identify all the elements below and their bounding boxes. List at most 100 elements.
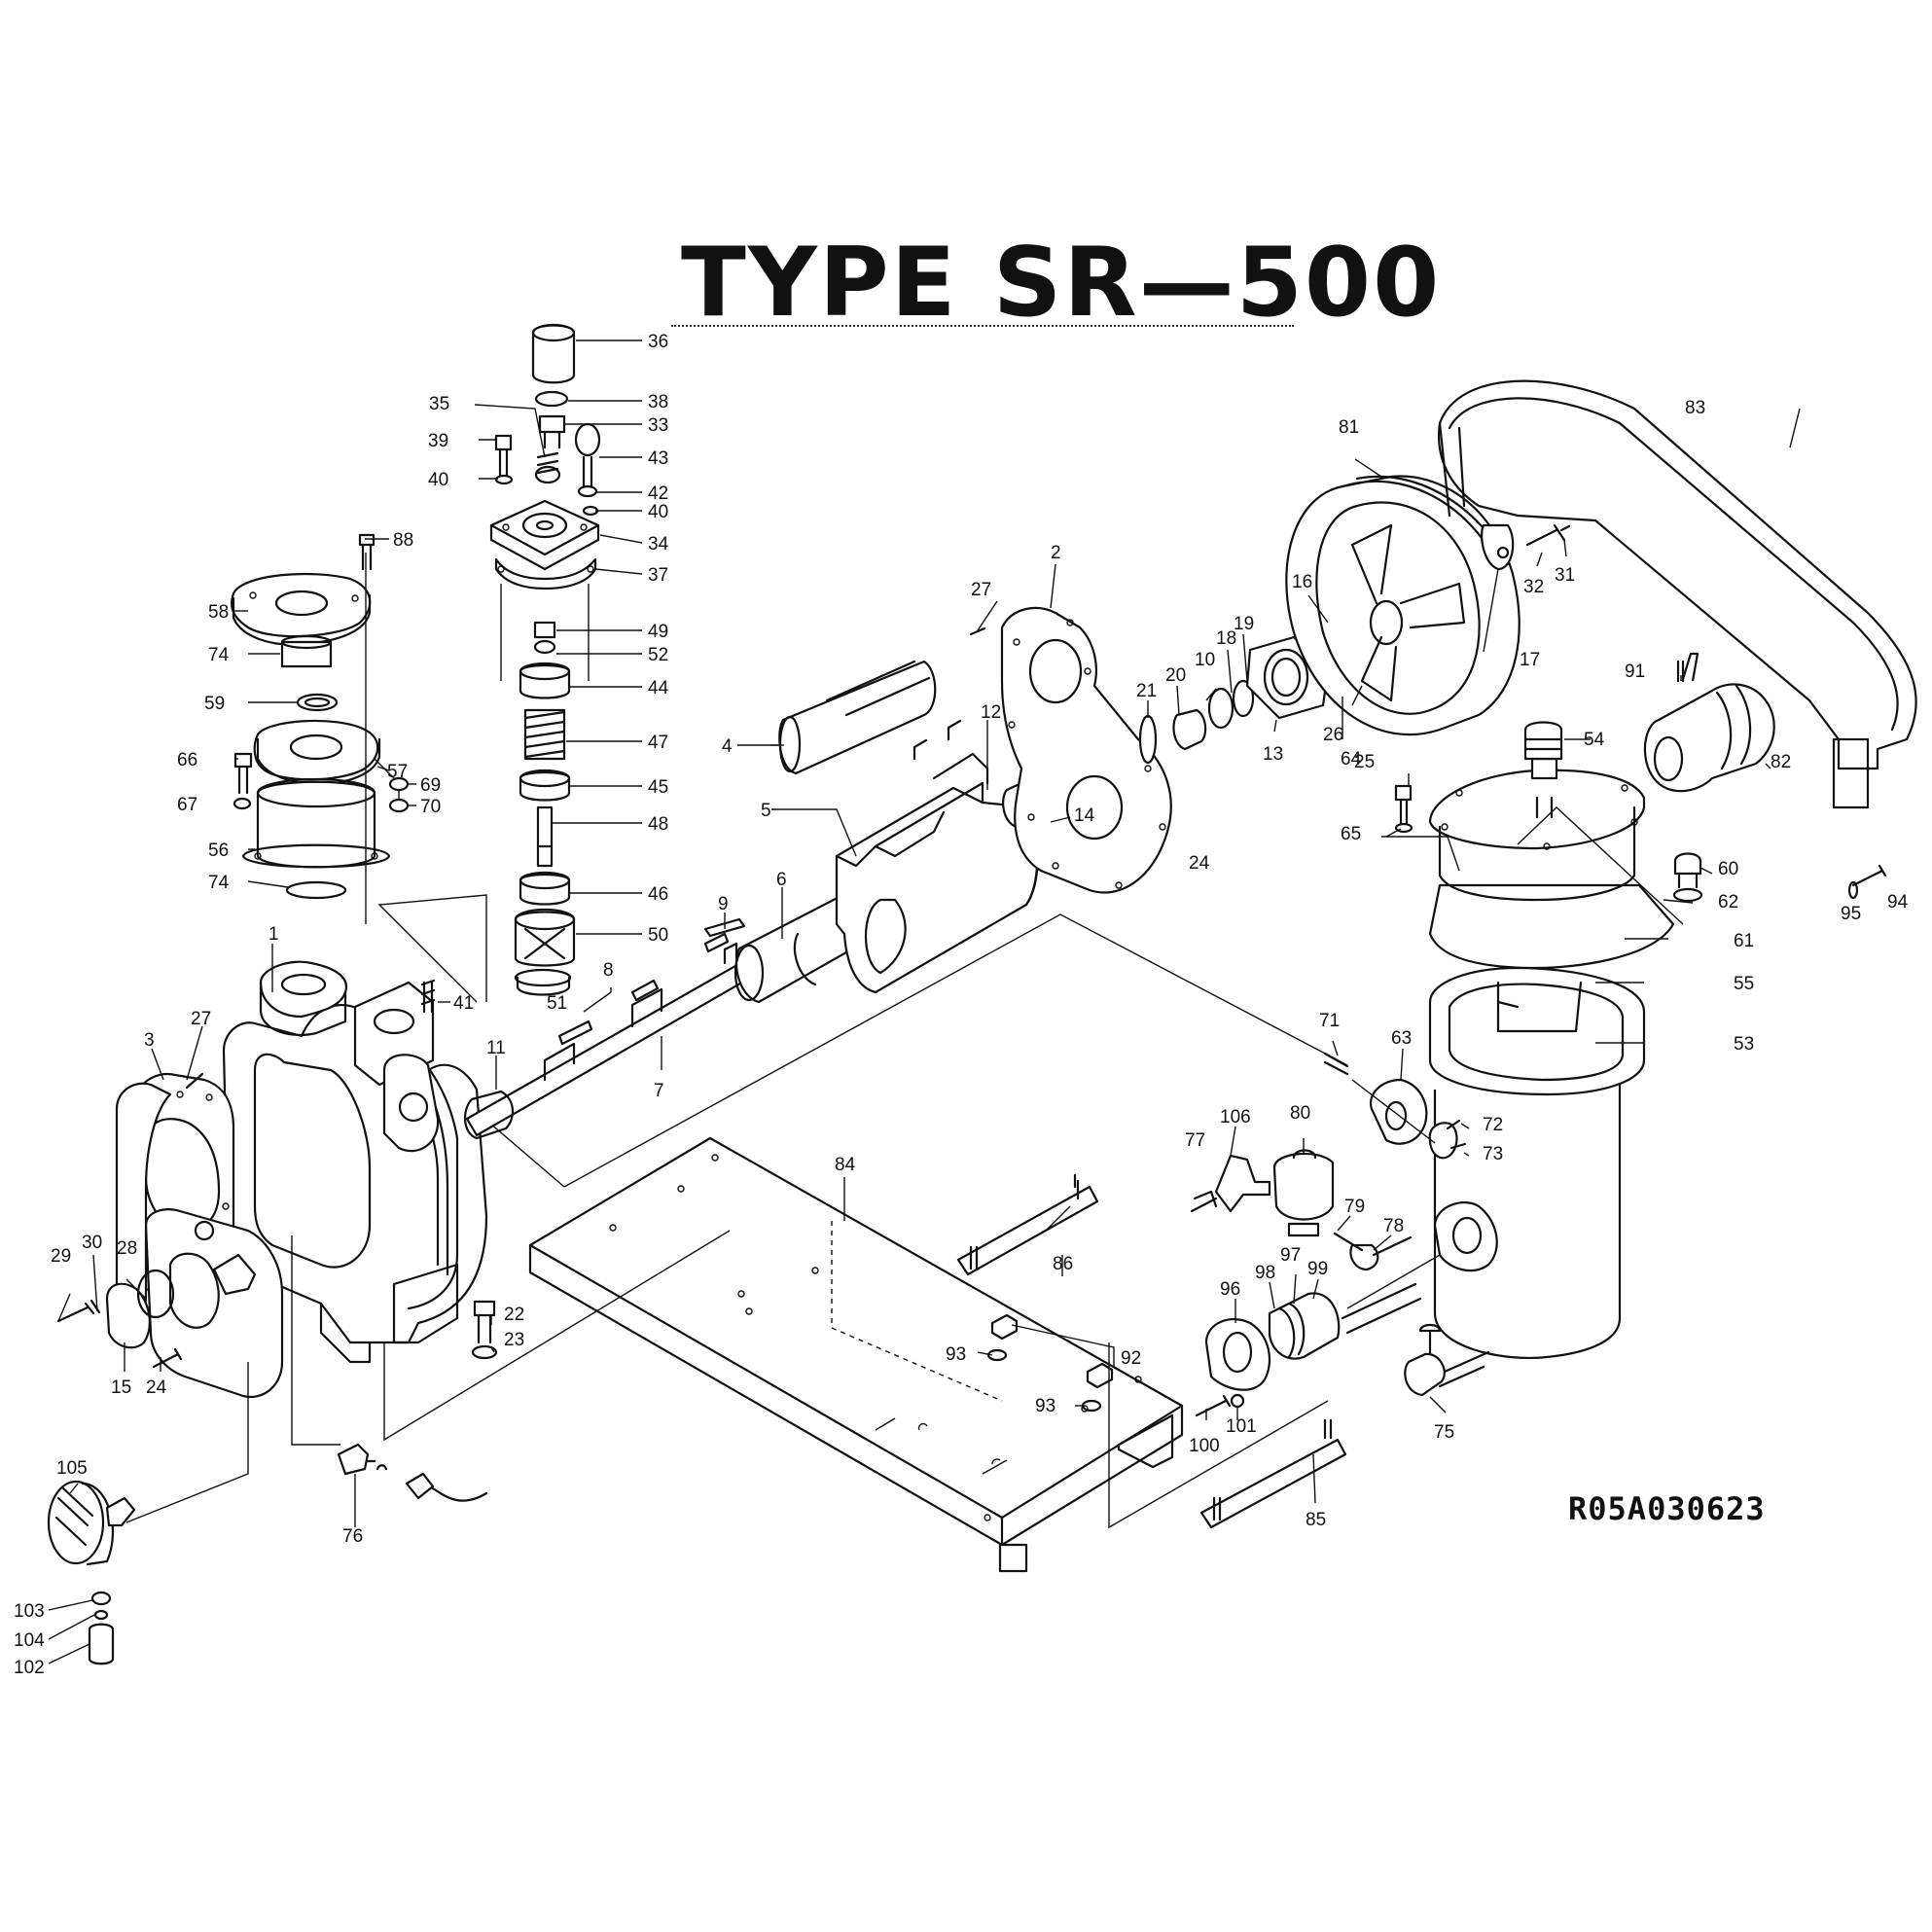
tube-74 xyxy=(280,634,333,668)
label-48: 48 xyxy=(648,814,668,835)
label-99: 99 xyxy=(1307,1259,1328,1279)
label-98: 98 xyxy=(1255,1263,1275,1283)
label-15: 15 xyxy=(111,1377,131,1398)
rotor-shaft xyxy=(464,917,761,1140)
label-53: 53 xyxy=(1734,1034,1754,1055)
valve-stem-48 xyxy=(536,805,554,868)
label-18: 18 xyxy=(1216,628,1236,649)
label-105: 105 xyxy=(56,1458,88,1479)
label-73: 73 xyxy=(1483,1144,1503,1164)
label-69: 69 xyxy=(420,775,441,796)
label-27b: 27 xyxy=(971,580,991,600)
label-5: 5 xyxy=(761,801,771,821)
bolt-100 xyxy=(1195,1393,1245,1417)
valve-cage-49 xyxy=(533,621,556,655)
part-labels: 36 38 33 35 39 40 43 42 40 34 37 49 52 4… xyxy=(14,332,1909,1678)
ring-38 xyxy=(534,390,569,408)
valve-seat-46 xyxy=(519,871,571,906)
bolt-66 xyxy=(233,752,253,810)
rail-85 xyxy=(1199,1418,1347,1529)
title-underline xyxy=(671,325,1294,327)
label-91: 91 xyxy=(1625,662,1645,682)
label-25: 25 xyxy=(1354,752,1375,772)
label-35: 35 xyxy=(429,394,449,414)
label-92: 92 xyxy=(1121,1348,1141,1369)
flange-58 xyxy=(231,572,372,646)
fitting-64 xyxy=(1394,784,1413,834)
label-93a: 93 xyxy=(946,1344,966,1365)
label-14: 14 xyxy=(1074,805,1095,826)
label-57: 57 xyxy=(387,762,408,782)
drain-valve-75 xyxy=(1404,1323,1490,1397)
ring-51 xyxy=(514,968,572,996)
valve-housing-50 xyxy=(514,908,576,967)
label-41: 41 xyxy=(453,993,474,1014)
label-23: 23 xyxy=(504,1330,524,1350)
label-40b: 40 xyxy=(648,502,668,522)
label-51: 51 xyxy=(547,993,567,1014)
label-21: 21 xyxy=(1136,681,1157,701)
label-63: 63 xyxy=(1391,1028,1412,1049)
main-housing xyxy=(115,960,488,1399)
label-71: 71 xyxy=(1319,1011,1340,1031)
label-85: 85 xyxy=(1306,1510,1326,1530)
eyebolt-43 xyxy=(574,422,601,517)
label-82: 82 xyxy=(1771,752,1791,772)
label-81: 81 xyxy=(1339,417,1359,438)
nut-92 xyxy=(986,1313,1114,1413)
label-16: 16 xyxy=(1292,572,1312,592)
label-93b: 93 xyxy=(1035,1396,1055,1416)
spring-35 xyxy=(534,451,561,484)
label-30: 30 xyxy=(82,1233,102,1253)
label-78: 78 xyxy=(1383,1216,1404,1236)
small-bolts-left xyxy=(56,1299,183,1369)
bearing-stack xyxy=(1138,679,1255,765)
label-1: 1 xyxy=(268,924,279,945)
pulley-hardware xyxy=(1481,523,1571,571)
label-61: 61 xyxy=(1734,931,1754,951)
filter-80 xyxy=(1272,1149,1335,1237)
bolt-91 xyxy=(1676,660,1685,683)
bolt-94 xyxy=(1847,864,1887,900)
label-67: 67 xyxy=(177,795,197,815)
end-cap-15 xyxy=(105,1269,175,1349)
leader-lines xyxy=(48,340,1801,1664)
label-4: 4 xyxy=(722,736,733,757)
label-66: 66 xyxy=(177,750,197,770)
label-75: 75 xyxy=(1434,1422,1454,1443)
label-60: 60 xyxy=(1718,859,1738,879)
label-17: 17 xyxy=(1520,650,1540,670)
label-27a: 27 xyxy=(191,1009,211,1029)
valve-plate-34 xyxy=(489,499,600,571)
fitting-102 xyxy=(88,1591,115,1665)
stud-41 xyxy=(420,979,436,1014)
pulley-81 xyxy=(1285,475,1521,736)
plug-60 xyxy=(1672,852,1703,903)
nut-33 xyxy=(538,414,566,449)
label-47: 47 xyxy=(648,733,668,753)
sensor-76 xyxy=(291,1235,488,1502)
label-37: 37 xyxy=(648,565,668,586)
label-3: 3 xyxy=(144,1030,155,1051)
label-11: 11 xyxy=(486,1038,506,1058)
vane-housing-5 xyxy=(835,719,1040,994)
vane-block-4 xyxy=(778,660,937,775)
label-103: 103 xyxy=(14,1601,45,1622)
label-64: 64 xyxy=(1341,749,1362,769)
label-42: 42 xyxy=(648,483,668,504)
label-106: 106 xyxy=(1220,1107,1251,1127)
label-8: 8 xyxy=(603,960,614,981)
label-28: 28 xyxy=(117,1238,137,1259)
label-76: 76 xyxy=(342,1526,363,1547)
label-70: 70 xyxy=(420,797,441,817)
label-2: 2 xyxy=(1051,543,1061,563)
label-95: 95 xyxy=(1841,904,1861,924)
label-74a: 74 xyxy=(208,645,230,665)
label-31: 31 xyxy=(1555,565,1575,586)
gear-plate-2 xyxy=(1000,606,1172,894)
gauge-105 xyxy=(47,1480,136,1566)
spring-47 xyxy=(523,708,566,761)
gasket-74b xyxy=(285,880,347,900)
valve-78 xyxy=(1333,1232,1413,1271)
label-22: 22 xyxy=(504,1305,524,1325)
